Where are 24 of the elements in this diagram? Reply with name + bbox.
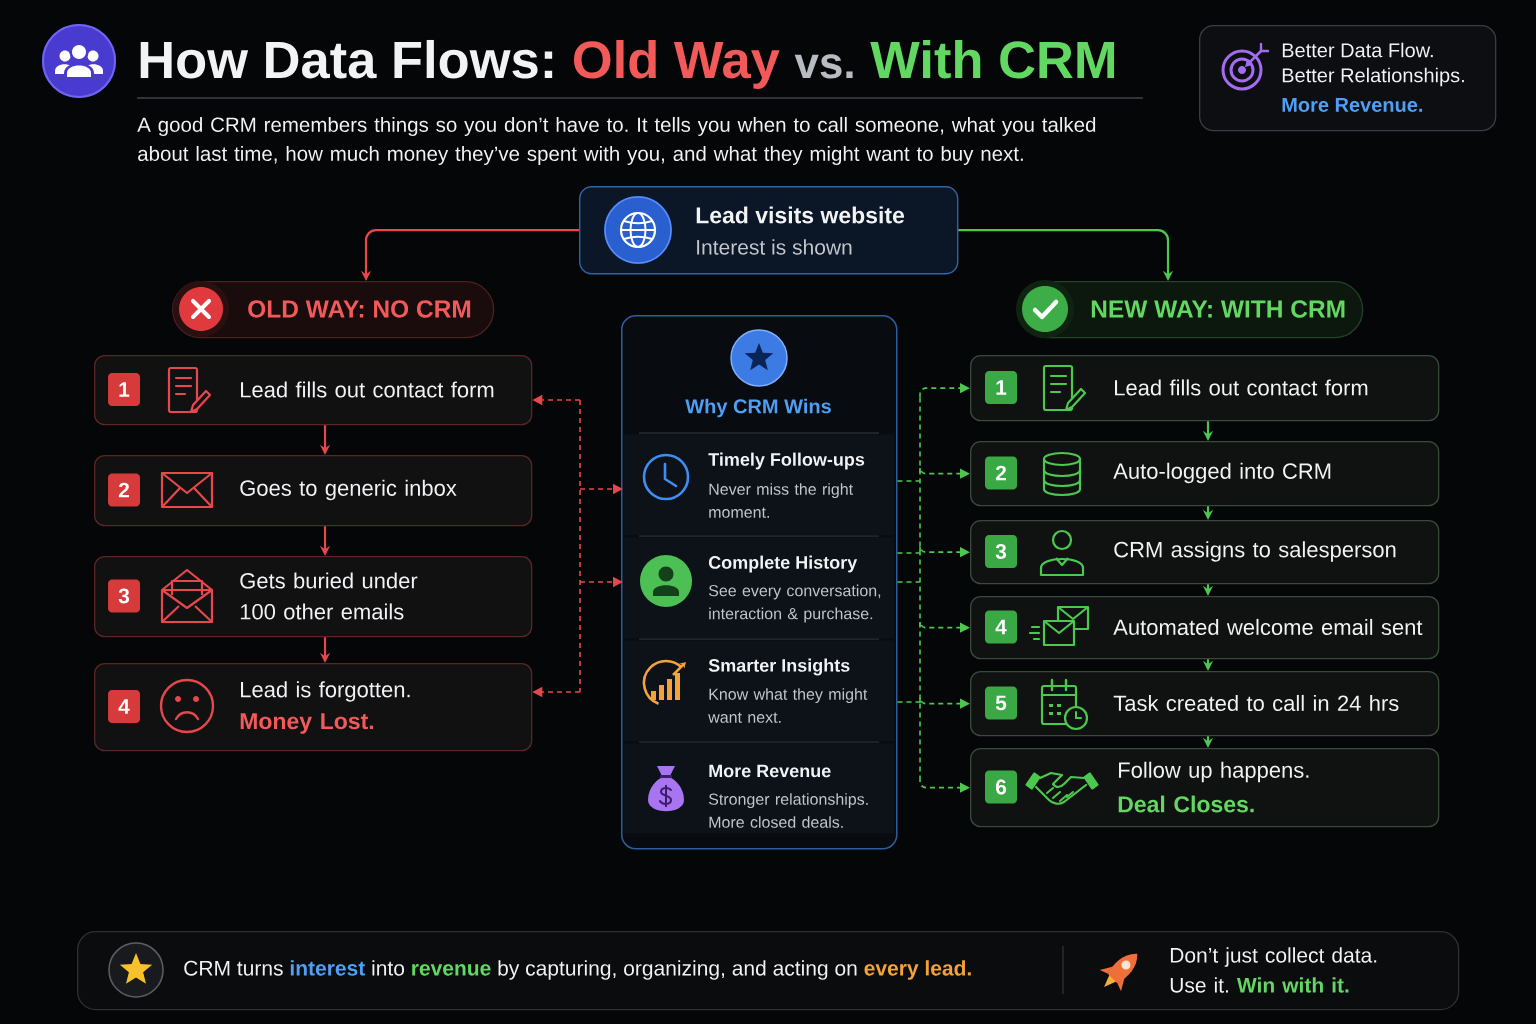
subtitle-text: A good CRM remembers things so you don’t have to. It tells you when to call someone, what you talked about last time, how much money they’ve spent with you, and what they might want to buy next. xyxy=(137,116,1096,166)
number-badge: 2 xyxy=(985,456,1017,490)
number-badge: 1 xyxy=(108,373,140,406)
number-badge: 3 xyxy=(985,535,1017,568)
feature-text: See every conversation, interaction & purchase. xyxy=(708,584,881,623)
number-badge: 3 xyxy=(108,579,140,613)
number-badge: 6 xyxy=(985,770,1017,804)
feature-text: Never miss the right moment. xyxy=(709,483,853,518)
panel-heading: Why CRM Wins xyxy=(685,398,831,418)
slogan: Don’t just collect data. Use it. Win with it. xyxy=(1170,947,1377,993)
feature-text: Know what they might want next. xyxy=(708,688,868,723)
number-badge: 4 xyxy=(985,610,1017,644)
feature-title: More Revenue xyxy=(709,764,831,778)
number-badge: 4 xyxy=(108,690,140,723)
number-badge: 2 xyxy=(108,473,140,507)
feature-title: Complete History xyxy=(708,555,858,573)
feature-text: Stronger relationships. More closed deals. xyxy=(708,793,868,828)
number-badge: 5 xyxy=(985,686,1017,720)
number-badge: 1 xyxy=(985,371,1017,404)
tagline: CRM turns interest into revenue by capturing, organizing, and acting on every lead. xyxy=(184,960,971,980)
feature-title: Timely Follow-ups xyxy=(708,452,865,470)
title: How Data Flows: Old Way vs. With CRM xyxy=(140,39,1115,89)
feature-title: Smarter Insights xyxy=(708,658,850,676)
callout-box: Better Data Flow. Better Relationships. More Revenue. xyxy=(1199,25,1497,132)
